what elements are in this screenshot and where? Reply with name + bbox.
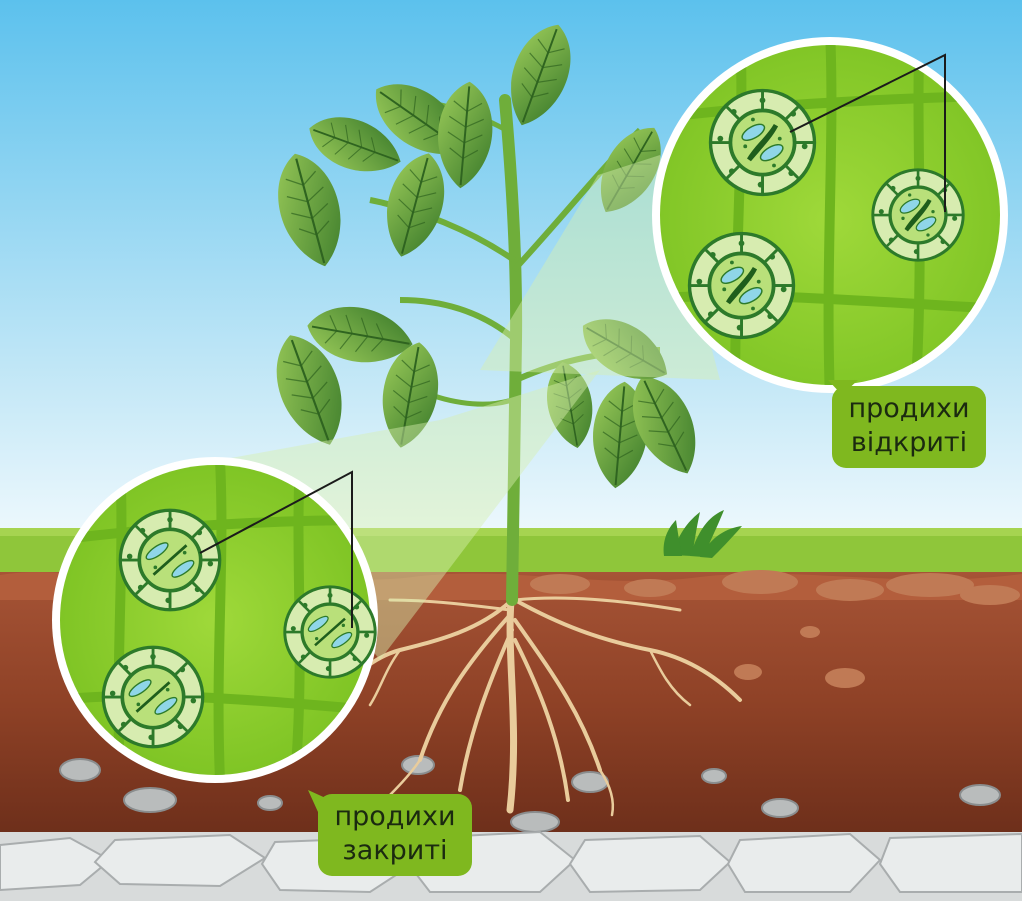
stomata-closed-label-line2: закриті: [330, 834, 460, 868]
stomata-closed-label-line1: продихи: [330, 800, 460, 834]
stomata-open-label-line1: продихи: [844, 392, 974, 426]
stomata-open-label-line2: відкриті: [844, 426, 974, 460]
stomata-open-label: продихи відкриті: [832, 386, 986, 468]
stomata-closed-label: продихи закриті: [318, 794, 472, 876]
magnifier-circle-icon: [52, 457, 378, 783]
